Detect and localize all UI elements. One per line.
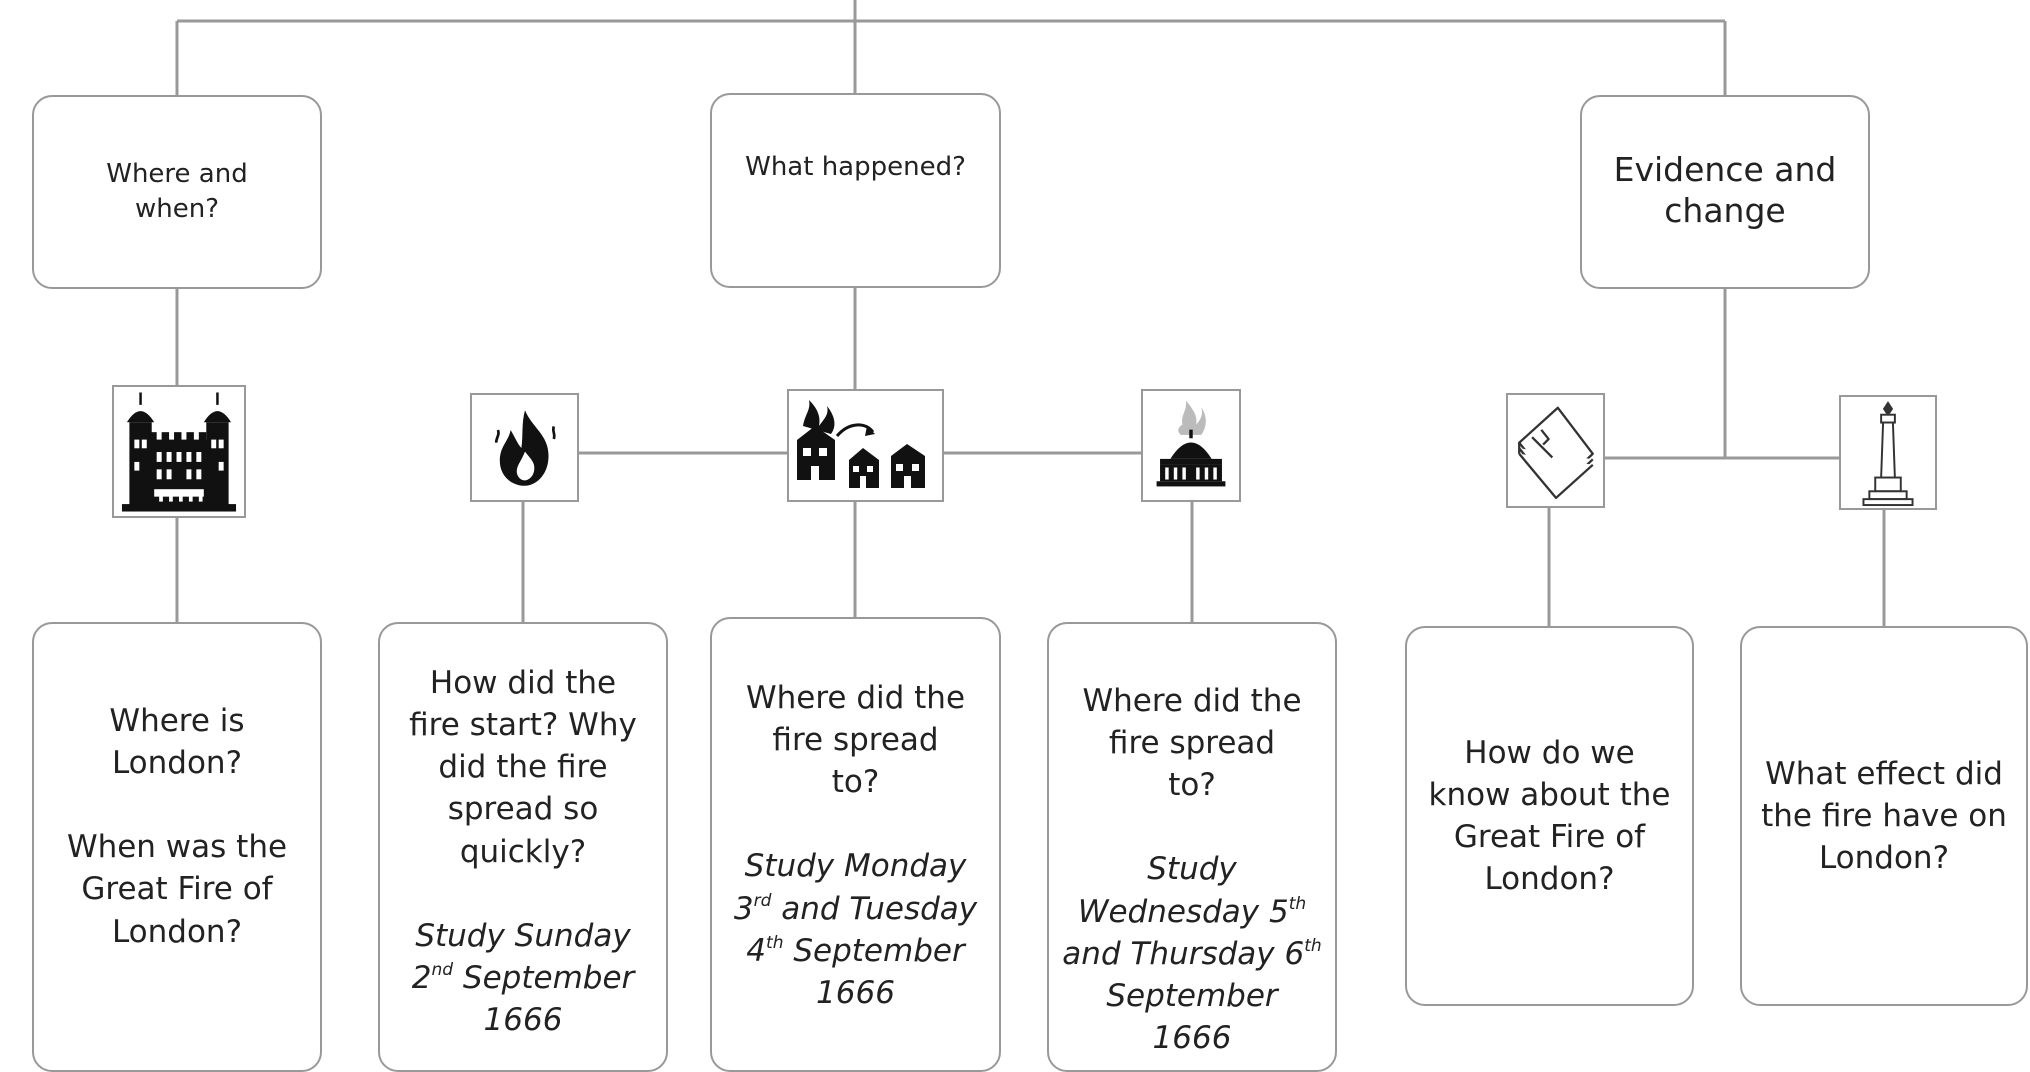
question-where-is-london: Where is London? <box>109 703 245 782</box>
question-what-effect: What effect did the fire have on London? <box>1761 755 2007 877</box>
monument-column-icon <box>1862 400 1914 506</box>
topic-evidence-label: Evidence and change <box>1613 150 1837 231</box>
study-date-wednesday-thursday: Study Wednesday 5th and Thursday 6th Sep… <box>1062 851 1322 1057</box>
diary-book-icon <box>1517 406 1594 499</box>
topic-evidence: Evidence and change <box>1580 95 1870 289</box>
monument-icon-frame <box>1839 395 1937 510</box>
tower-icon-frame <box>112 385 246 518</box>
topic-where-when: Where and when? <box>32 95 322 289</box>
burning-cathedral-icon <box>1156 399 1226 486</box>
question-spread-wed-thu: Where did the fire spread to? Study Wedn… <box>1047 622 1337 1072</box>
book-icon-frame <box>1506 393 1605 508</box>
question-where-when: Where is London? When was the Great Fire… <box>32 622 322 1072</box>
question-when-was-fire: When was the Great Fire of London? <box>66 829 288 950</box>
topic-what-happened: What happened? <box>710 93 1001 288</box>
question-fire-start: How did the fire start? Why did the fire… <box>378 622 668 1072</box>
topic-what-happened-label: What happened? <box>745 152 966 182</box>
fire-icon-frame <box>470 393 579 502</box>
question-spread-mon-tue: Where did the fire spread to? Study Mond… <box>710 617 1001 1072</box>
question-effect: What effect did the fire have on London? <box>1740 626 2028 1006</box>
question-where-did-fire-spread-1: Where did the fire spread to? <box>745 680 966 801</box>
topic-where-when-label: Where and when? <box>106 158 248 224</box>
question-how-did-fire-start: How did the fire start? Why did the fire… <box>409 665 637 870</box>
question-how-do-we-know: How do we know about the Great Fire of L… <box>1428 734 1671 898</box>
houses-icon-frame <box>787 389 944 502</box>
question-where-did-fire-spread-2: Where did the fire spread to? <box>1082 683 1302 804</box>
church-icon-frame <box>1141 389 1241 502</box>
question-evidence: How do we know about the Great Fire of L… <box>1405 626 1694 1006</box>
fire-icon <box>494 409 556 486</box>
tower-of-london-icon <box>121 391 237 512</box>
spreading-fire-houses-icon <box>796 399 925 488</box>
